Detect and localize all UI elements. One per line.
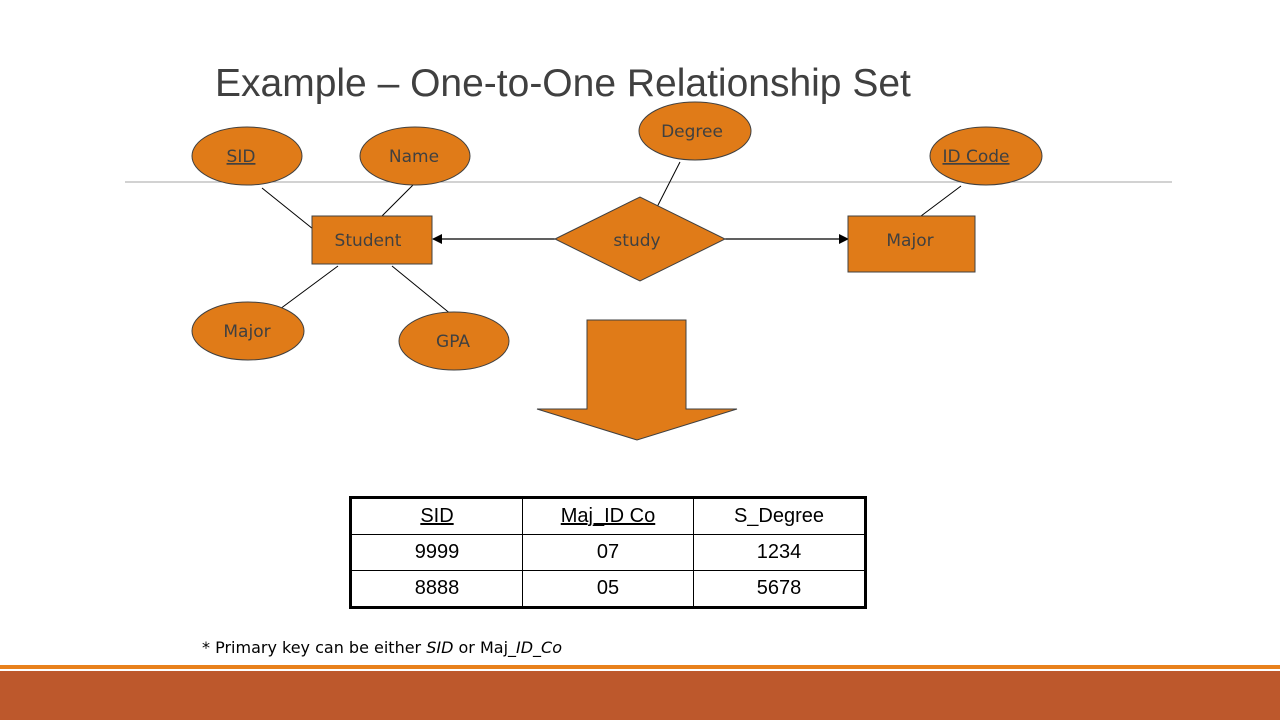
entity-student: Student (311, 215, 433, 265)
attribute-major-label: Major (223, 322, 270, 342)
table-header-cell: SID (350, 497, 523, 535)
er-diagram: SID Name Degree ID Code Major GPA Studen… (125, 101, 1172, 441)
name-connector (380, 182, 416, 218)
table-cell: 9999 (350, 534, 523, 571)
table-header-row: SID Maj_ID Co S_Degree (350, 497, 866, 535)
attribute-sid-label: SID (227, 147, 256, 167)
major-attr-connector (279, 265, 339, 310)
table-cell: 8888 (350, 570, 523, 608)
table-cell: 5678 (693, 570, 866, 608)
attribute-id-code-label: ID Code (942, 147, 1009, 167)
down-arrow-icon (536, 319, 738, 441)
footer-bar (0, 671, 1280, 720)
footnote-middle: or Maj_ (453, 638, 517, 657)
entity-student-label: Student (335, 231, 402, 251)
table-header-cell: S_Degree (693, 497, 866, 535)
attribute-gpa: GPA (398, 311, 510, 371)
result-table: SID Maj_ID Co S_Degree 9999 07 1234 8888… (349, 496, 867, 609)
table-cell: 07 (522, 534, 694, 571)
attribute-gpa-label: GPA (436, 332, 470, 352)
slide-title: Example – One-to-One Relationship Set (215, 62, 911, 105)
attribute-sid: SID (191, 126, 303, 186)
sid-connector (261, 187, 314, 230)
attribute-degree: Degree (638, 101, 752, 161)
relationship-study-label: study (613, 231, 660, 251)
attribute-degree-label: Degree (661, 122, 723, 142)
footer-accent-line (0, 665, 1280, 669)
footnote-key-sid: SID (426, 638, 454, 657)
footnote-prefix: * Primary key can be either (202, 638, 427, 657)
attribute-major: Major (191, 301, 305, 361)
attribute-name-label: Name (389, 147, 439, 167)
entity-major: Major (847, 215, 976, 273)
degree-connector (654, 161, 681, 212)
relationship-study: study (553, 196, 727, 282)
table-cell: 05 (522, 570, 694, 608)
footnote: * Primary key can be either SID or Maj_I… (202, 638, 562, 657)
table-header-cell: Maj_ID Co (522, 497, 694, 535)
attribute-connectors (261, 161, 962, 316)
table-cell: 1234 (693, 534, 866, 571)
table-row: 9999 07 1234 (350, 534, 866, 571)
attribute-name: Name (359, 126, 471, 186)
attribute-id-code: ID Code (929, 126, 1043, 186)
entity-major-label: Major (886, 231, 933, 251)
gpa-connector (391, 265, 453, 316)
table-row: 8888 05 5678 (350, 570, 866, 608)
idcode-connector (920, 185, 962, 217)
footnote-key-idco: ID_Co (516, 638, 563, 657)
